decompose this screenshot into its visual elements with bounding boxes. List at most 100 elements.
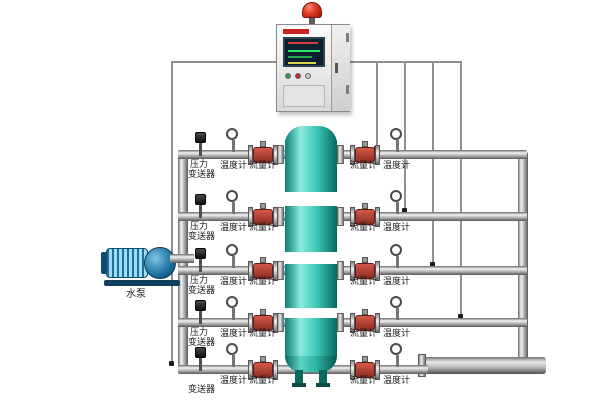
pipe — [336, 212, 527, 221]
gray-button-icon — [305, 73, 311, 79]
hinge-icon — [346, 85, 349, 94]
tank-leg — [319, 370, 327, 384]
temperature-gauge-icon — [226, 128, 240, 154]
alarm-beacon-pole — [309, 18, 315, 25]
tank-segment — [285, 206, 337, 252]
pressure-transmitter-icon — [195, 300, 207, 324]
tank — [285, 126, 337, 388]
pressure-transmitter-icon — [195, 347, 207, 371]
flow-meter-label: 流量计 — [249, 277, 277, 287]
signal-wire — [171, 61, 278, 63]
temperature-gauge-label: 温度计 — [220, 223, 248, 233]
door-handle-icon — [335, 63, 338, 73]
tank-flange-icon — [277, 207, 284, 226]
tank-leg — [295, 370, 303, 384]
flow-meter-icon — [350, 309, 380, 335]
flow-meter-icon — [350, 257, 380, 283]
flow-meter-icon — [350, 141, 380, 167]
flow-meter-label: 流量计 — [249, 376, 277, 386]
tank-segment — [285, 140, 337, 192]
pump-volute-icon — [144, 247, 176, 279]
flow-meter-label: 流量计 — [350, 223, 378, 233]
pressure-transmitter-label: 压力 — [190, 222, 209, 232]
wire-connector — [402, 208, 407, 213]
temperature-gauge-icon — [226, 190, 240, 216]
flow-meter-icon — [350, 356, 380, 382]
temperature-gauge-label: 温度计 — [383, 223, 411, 233]
hinge-icon — [346, 33, 349, 42]
tank-flange-icon — [337, 261, 344, 280]
red-button-icon — [295, 73, 301, 79]
temperature-gauge-icon — [226, 244, 240, 270]
temperature-gauge-label: 温度计 — [383, 161, 411, 171]
pipe — [178, 266, 286, 275]
tank-segment — [285, 264, 337, 308]
water-pump: 水泵 — [100, 240, 215, 302]
tank-dome — [285, 126, 337, 144]
flow-meter-label: 流量计 — [249, 223, 277, 233]
temperature-gauge-icon — [390, 128, 404, 154]
pump-motor-cap — [101, 252, 107, 274]
pump-base — [104, 280, 180, 286]
hmi-screen — [283, 37, 325, 67]
pump-outlet-pipe — [170, 254, 194, 263]
pump-label: 水泵 — [126, 289, 146, 300]
tank-foot — [292, 383, 306, 387]
flow-meter-label: 流量计 — [350, 161, 378, 171]
temperature-gauge-label: 温度计 — [383, 277, 411, 287]
flow-meter-label: 流量计 — [249, 329, 277, 339]
instrument-row: 压力 变送器 温度计 流量计 流量计 温度计 — [0, 188, 600, 246]
pipe — [178, 212, 286, 221]
right-riser-pipe — [518, 152, 528, 364]
cabinet-side-panel — [331, 25, 350, 111]
tank-flange-icon — [277, 313, 284, 332]
temperature-gauge-icon — [226, 296, 240, 322]
temperature-gauge-icon — [390, 190, 404, 216]
signal-wire — [460, 61, 462, 318]
wire-connector — [430, 262, 435, 267]
flow-meter-icon — [248, 356, 278, 382]
pipe — [336, 318, 527, 327]
temperature-gauge-label: 温度计 — [220, 376, 248, 386]
signal-wire — [432, 61, 434, 266]
tank-flange-icon — [337, 313, 344, 332]
outlet-pipe — [424, 357, 546, 374]
tank-flange-icon — [277, 261, 284, 280]
pipe — [336, 150, 527, 159]
flow-meter-label: 流量计 — [350, 277, 378, 287]
instrument-row: 压力 变送器 温度计 流量计 流量计 温度计 — [0, 126, 600, 184]
alarm-label-strip — [283, 29, 309, 34]
pressure-transmitter-label: 变送器 — [188, 170, 216, 180]
alarm-beacon-icon — [302, 2, 322, 18]
pressure-transmitter-label: 变送器 — [188, 232, 216, 242]
pipe — [336, 266, 527, 275]
signal-wire — [404, 61, 406, 212]
temperature-gauge-label: 温度计 — [220, 329, 248, 339]
pressure-transmitter-icon — [195, 132, 207, 156]
temperature-gauge-icon — [390, 296, 404, 322]
tank-flange-icon — [337, 145, 344, 164]
wire-connector — [458, 314, 463, 319]
instrument-row: 压力 变送器 温度计 流量计 流量计 温度计 — [0, 294, 600, 352]
pressure-transmitter-label: 压力 — [190, 328, 209, 338]
pressure-transmitter-icon — [195, 194, 207, 218]
temperature-gauge-icon — [226, 343, 240, 369]
flow-meter-label: 流量计 — [350, 329, 378, 339]
temperature-gauge-label: 温度计 — [220, 277, 248, 287]
pressure-transmitter-label: 压力 — [190, 276, 209, 286]
tank-segment — [285, 318, 337, 356]
pressure-transmitter-icon — [195, 248, 207, 272]
wire-connector — [169, 361, 174, 366]
tank-flange-icon — [277, 145, 284, 164]
signal-wire — [171, 61, 173, 365]
control-cabinet — [276, 2, 350, 114]
temperature-gauge-label: 温度计 — [383, 329, 411, 339]
flow-meter-icon — [248, 203, 278, 229]
pressure-transmitter-label: 变送器 — [188, 385, 216, 395]
temperature-gauge-icon — [390, 244, 404, 270]
temperature-gauge-label: 温度计 — [220, 161, 248, 171]
temperature-gauge-icon — [390, 343, 404, 369]
pipe — [178, 150, 286, 159]
flow-meter-label: 流量计 — [249, 161, 277, 171]
